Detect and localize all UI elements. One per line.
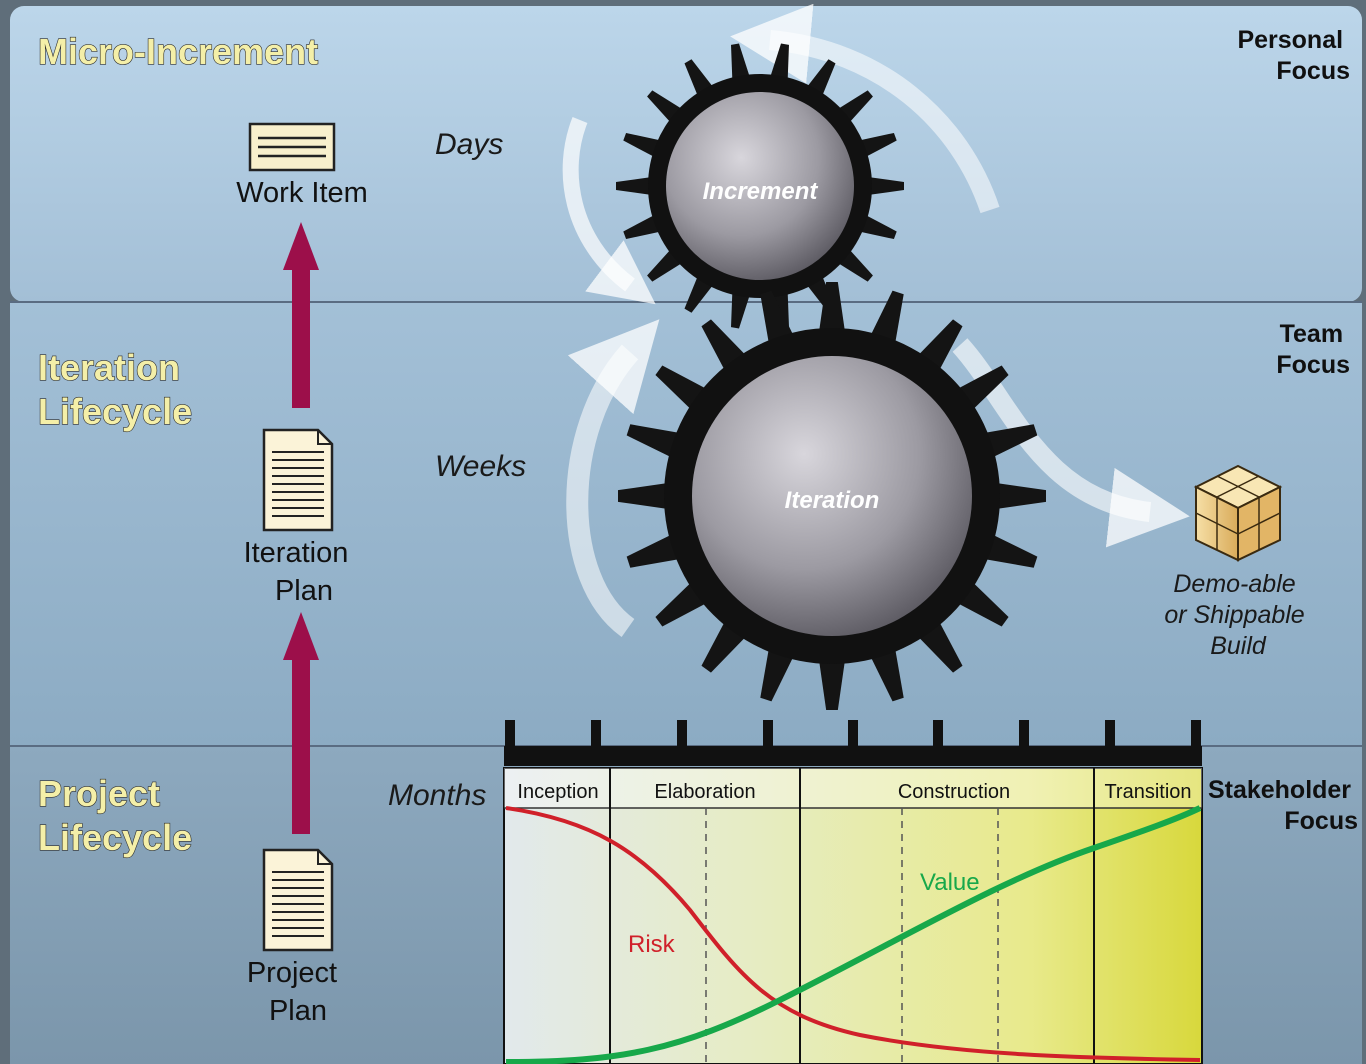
build-box-icon [1193, 464, 1283, 562]
build-label: Demo-able or Shippable Build [1164, 570, 1311, 660]
gear-tooth [731, 43, 751, 82]
gear-tooth [996, 483, 1046, 509]
phase-transition: Transition [1104, 781, 1191, 803]
project-plan-label: Project Plan [247, 957, 345, 1027]
band-title-micro-increment: Micro-Increment [38, 31, 318, 72]
focus-team: Team Focus [1276, 320, 1350, 379]
gear-tooth [655, 365, 707, 411]
gear-tooth [626, 534, 681, 568]
ruler-tick [677, 720, 687, 750]
work-item-label: Work Item [236, 177, 368, 209]
iteration-gear [618, 282, 1046, 710]
gear-tooth [806, 59, 836, 97]
phase-inception: Inception [517, 781, 598, 803]
work-item-card-icon [248, 122, 336, 172]
focus-stakeholder: Stakeholder Focus [1208, 776, 1358, 835]
iteration-cycle-arrow-left [566, 319, 660, 637]
phase-elaboration: Elaboration [654, 781, 755, 803]
gear-tooth [684, 59, 714, 97]
gear-tooth [623, 132, 662, 158]
gear-tooth [983, 534, 1038, 568]
gear-tooth [819, 660, 845, 710]
value-label: Value [920, 869, 980, 896]
ruler-tick [1191, 720, 1201, 750]
phase-construction: Construction [898, 781, 1010, 803]
gear-tooth [626, 424, 681, 458]
increment-cycle-arrow-top [730, 3, 1000, 214]
timeline-ruler [504, 720, 1202, 766]
gear-tooth [868, 177, 904, 195]
gear-tooth [684, 275, 714, 313]
gear-tooth [957, 365, 1009, 411]
ruler-tick [933, 720, 943, 750]
gear-tooth [769, 43, 789, 82]
increment-gear-label: Increment [703, 178, 819, 205]
gear-tooth [819, 282, 845, 332]
gear-tooth [701, 319, 747, 371]
ruler-tick [1019, 720, 1029, 750]
ruler-tick [591, 720, 601, 750]
arrow-plan-to-iteration-plan [283, 612, 319, 834]
gear-tooth [917, 319, 963, 371]
time-unit-weeks: Weeks [435, 450, 526, 483]
gear-tooth [760, 290, 794, 345]
time-unit-months: Months [388, 779, 486, 812]
risk-curve [505, 806, 1201, 1062]
time-unit-days: Days [435, 128, 503, 161]
gear-tooth [701, 621, 747, 673]
gear-tooth [983, 424, 1038, 458]
project-plan-document-icon [262, 848, 334, 952]
gear-tooth [870, 647, 904, 702]
gear-tooth [618, 483, 668, 509]
iteration-plan-label: Iteration Plan [244, 537, 357, 607]
ruler-tick [848, 720, 858, 750]
gear-tooth [870, 290, 904, 345]
band-title-project: Project Lifecycle [38, 773, 192, 858]
gear-tooth [917, 621, 963, 673]
arrow-iteration-plan-to-work-item [283, 222, 319, 408]
gear-tooth [858, 132, 897, 158]
gear-tooth [957, 581, 1009, 627]
gear-tooth [760, 647, 794, 702]
increment-gear [616, 43, 904, 329]
risk-label: Risk [628, 931, 676, 958]
ruler-tick [1105, 720, 1115, 750]
band-title-iteration: Iteration Lifecycle [38, 347, 192, 432]
phase-chart: Inception Elaboration Construction Trans… [503, 767, 1203, 1064]
build-output-arrow [952, 338, 1190, 548]
gear-tooth [655, 581, 707, 627]
iteration-gear-label: Iteration [785, 487, 880, 514]
gear-face [666, 92, 854, 280]
value-curve [505, 805, 1202, 1064]
ruler-tick [505, 720, 515, 750]
focus-personal: Personal Focus [1237, 26, 1350, 85]
gear-tooth [731, 290, 751, 329]
gear-tooth [623, 214, 662, 240]
iteration-plan-document-icon [262, 428, 334, 532]
gear-tooth [858, 214, 897, 240]
increment-cycle-arrow-left [562, 117, 656, 305]
gear-face [692, 356, 972, 636]
gear-tooth [616, 177, 652, 195]
ruler-tick [763, 720, 773, 750]
